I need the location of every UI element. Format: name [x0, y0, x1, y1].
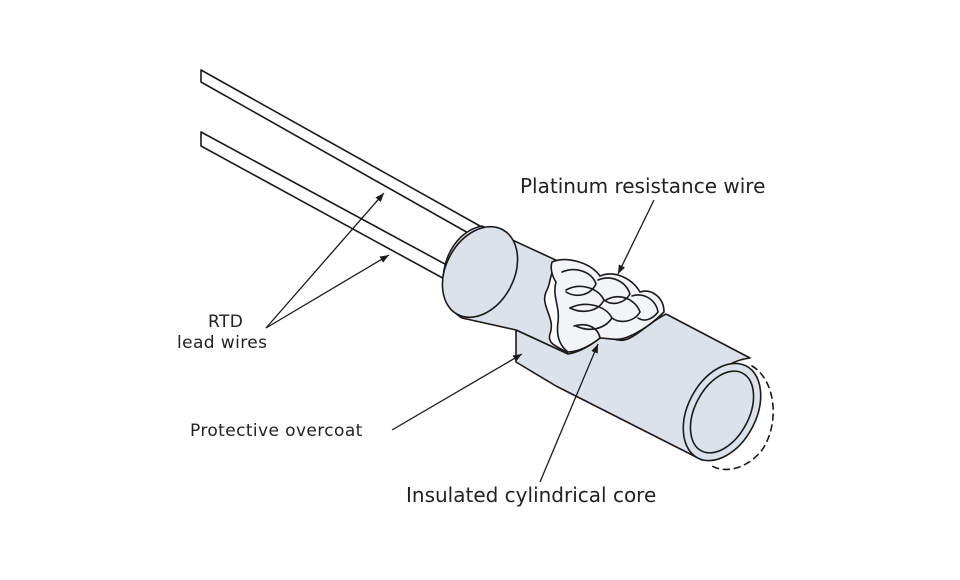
label-protective-overcoat: Protective overcoat: [190, 421, 363, 441]
cylinder-end-cap: [441, 225, 519, 319]
leader-platinum: [617, 199, 655, 275]
platinum-coil: [550, 258, 665, 353]
leader-rtd-lower: [265, 254, 390, 329]
label-lead-wires: lead wires: [177, 333, 267, 353]
cylinder-open-end: [682, 362, 774, 471]
label-insulated-core: Insulated cylindrical core: [406, 483, 656, 507]
leader-core: [539, 343, 599, 483]
label-rtd: RTD: [208, 312, 243, 332]
label-platinum-wire: Platinum resistance wire: [520, 174, 765, 198]
leader-rtd-upper: [265, 192, 385, 329]
leader-overcoat: [391, 353, 523, 431]
